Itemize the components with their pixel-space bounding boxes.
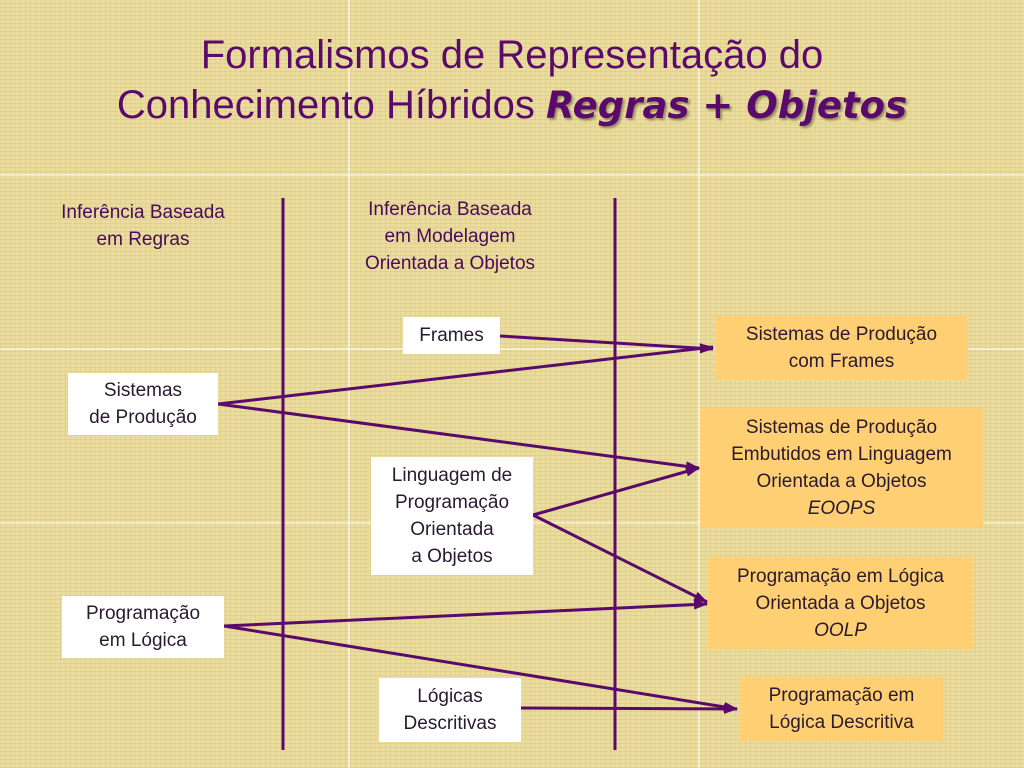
arrow-programacao-to-oolp: [223, 599, 708, 628]
box-label: a Objetos: [411, 546, 493, 567]
box-acronym: EOOPS: [807, 498, 876, 519]
column-header-objects: Inferência Baseada em Modelagem Orientad…: [330, 196, 570, 277]
column-header-rules: Inferência Baseada em Regras: [30, 199, 256, 253]
box-label: em Lógica: [99, 630, 187, 651]
box-label: de Produção: [89, 407, 197, 428]
arrow-linguagem-to-eoops: [532, 466, 700, 517]
box-label: Orientada: [410, 519, 494, 540]
box-label: Lógica Descritiva: [769, 712, 914, 733]
box-programacao-logica-descritiva: Programação em Lógica Descritiva: [740, 677, 943, 741]
arrow-logicas-to-pld: [520, 703, 738, 714]
box-label: Sistemas de Produção: [745, 417, 938, 438]
box-sistemas-de-producao: Sistemas de Produção: [68, 373, 218, 435]
box-label: Descritivas: [403, 713, 497, 734]
title-emphasis: Regras + Objetos: [546, 84, 908, 127]
arrow-frames-to-spf: [499, 334, 714, 354]
box-eoops: Sistemas de Produção Embutidos em Lingua…: [700, 408, 983, 528]
box-label: com Frames: [788, 351, 895, 372]
arrow-sistemas-to-spf: [217, 343, 714, 406]
box-label: Lógicas: [417, 686, 483, 707]
title-line-1: Formalismos de Representação do: [200, 33, 824, 77]
box-label: Embutidos em Linguagem: [731, 444, 952, 465]
box-label: Orientada a Objetos: [755, 592, 926, 614]
page-title: Formalismos de Representação do Conhecim…: [0, 30, 1024, 131]
column-header-objects-line: Inferência Baseada: [368, 199, 532, 220]
column-header-objects-line: em Modelagem: [384, 226, 516, 247]
title-line-2-plain: Conhecimento Híbridos: [116, 83, 547, 127]
box-label: Linguagem de: [391, 465, 513, 486]
box-label: Programação em Lógica: [737, 565, 944, 587]
box-label: Sistemas: [103, 380, 183, 401]
box-sistemas-producao-frames: Sistemas de Produção com Frames: [715, 316, 968, 380]
box-label: Frames: [419, 325, 484, 346]
box-label: Programação: [85, 603, 201, 624]
title-line-2: Conhecimento Híbridos Regras + Objetos: [0, 80, 1024, 131]
column-header-objects-line: Orientada a Objetos: [364, 253, 536, 274]
column-header-rules-line: Inferência Baseada: [61, 202, 225, 223]
box-label: Sistemas de Produção: [745, 324, 938, 345]
column-header-rules-line: em Regras: [96, 229, 190, 250]
box-logicas-descritivas: Lógicas Descritivas: [379, 678, 521, 742]
box-label: Programação em: [768, 685, 915, 706]
box-linguagem-oo: Linguagem de Programação Orientada a Obj…: [371, 457, 533, 575]
box-label: Programação: [394, 492, 510, 513]
box-programacao-em-logica: Programação em Lógica: [62, 596, 224, 658]
arrow-linguagem-to-oolp: [532, 513, 708, 604]
arrow-sistemas-to-eoops: [217, 402, 700, 472]
arrow-programacao-to-pld: [223, 624, 738, 712]
box-oolp: Programação em Lógica Orientada a Objeto…: [708, 557, 973, 649]
box-label: Orientada a Objetos: [756, 471, 927, 492]
box-acronym: OOLP: [814, 619, 867, 641]
box-frames: Frames: [403, 317, 500, 354]
